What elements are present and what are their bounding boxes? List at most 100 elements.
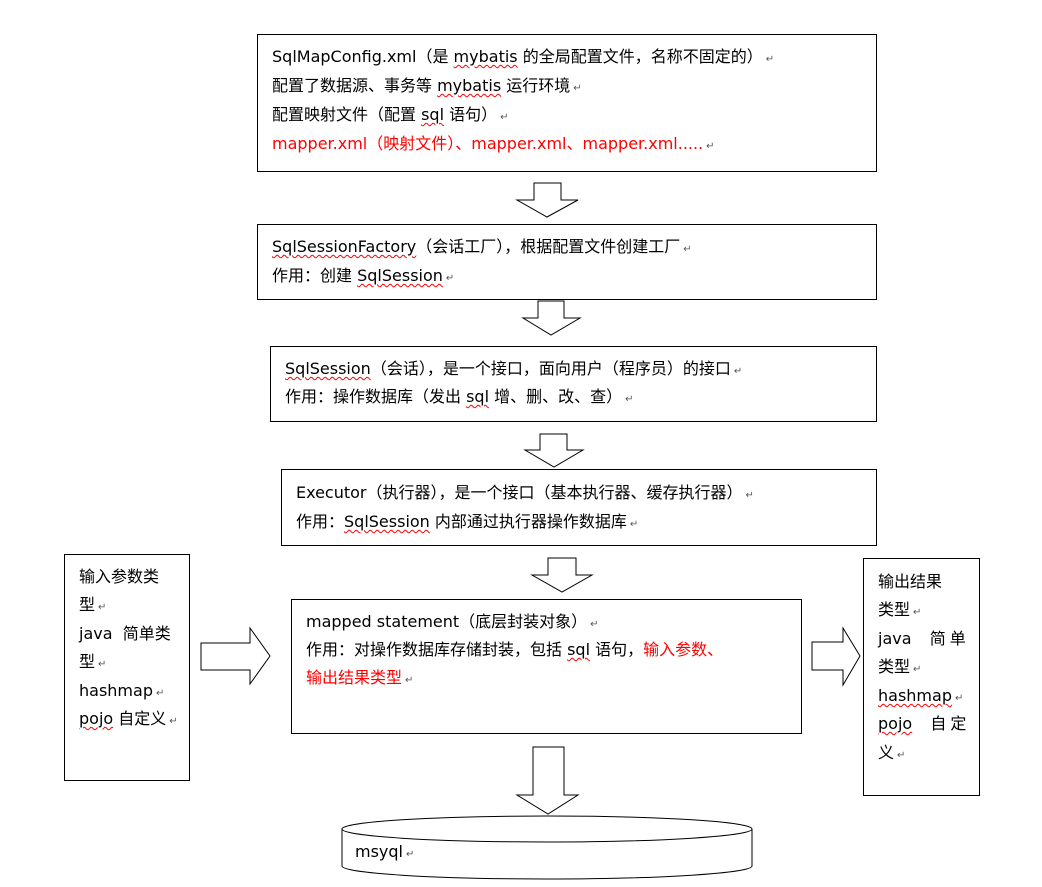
paragraph-mark: ↵	[406, 849, 415, 860]
paragraph-mark: ↵	[590, 619, 599, 630]
text: 输出结果类型	[306, 668, 403, 687]
down-arrow-2	[521, 300, 582, 336]
text: java	[878, 629, 912, 648]
text: （会话），是一个接口，面向用户（程序员）的接口	[370, 359, 731, 378]
text: hashmap	[79, 681, 153, 700]
paragraph-mark: ↵	[733, 366, 743, 377]
right-arrow-input	[200, 626, 271, 686]
sqlmapconfig-line-1: SqlMapConfig.xml（是 mybatis 的全局配置文件，名称不固定…	[272, 47, 774, 70]
sqlmapconfig-line-3: 配置映射文件（配置 sql 语句）↵	[272, 105, 509, 128]
input-line-5: hashmap↵	[79, 681, 164, 704]
sqlsession-box: SqlSession（会话），是一个接口，面向用户（程序员）的接口↵ 作用：操作…	[270, 346, 877, 422]
executor-box: Executor（执行器），是一个接口（基本执行器、缓存执行器）↵ 作用：Sql…	[281, 469, 877, 546]
text: 作用：	[296, 512, 345, 531]
paragraph-mark: ↵	[706, 141, 715, 152]
output-line-7: 义↵	[878, 743, 905, 766]
text: 内部通过执行器操作数据库	[429, 512, 627, 531]
right-arrow-output	[811, 626, 861, 687]
text: 型	[79, 652, 96, 671]
paragraph-mark: ↵	[445, 273, 455, 284]
output-line-6: pojo 自定	[878, 714, 970, 734]
text: mybatis	[437, 76, 502, 95]
text: sql	[567, 640, 591, 659]
input-line-4: 型↵	[79, 652, 106, 675]
sqlmapconfig-line-2: 配置了数据源、事务等 mybatis 运行环境↵	[272, 76, 582, 99]
database-label: msyql↵	[355, 842, 414, 865]
text: 简单	[911, 629, 970, 648]
text: SqlSession	[344, 512, 430, 531]
executor-line-2: 作用：SqlSession 内部通过执行器操作数据库↵	[296, 512, 638, 535]
paragraph-mark: ↵	[155, 688, 165, 699]
paragraph-mark: ↵	[683, 244, 692, 255]
text: 类型	[878, 600, 911, 619]
text: 配置映射文件（配置	[272, 105, 422, 124]
sqlmapconfig-line-4: mapper.xml（映射文件）、mapper.xml、mapper.xml..…	[272, 134, 715, 157]
executor-line-1: Executor（执行器），是一个接口（基本执行器、缓存执行器）↵	[296, 483, 754, 506]
text: （会话工厂），根据配置文件创建工厂	[416, 237, 681, 256]
text: java 简单类	[79, 624, 171, 643]
down-arrow-5	[515, 746, 580, 815]
text: 作用：创建	[272, 266, 358, 285]
text: 输出结果	[878, 572, 943, 591]
output-line-3: java 简单	[878, 629, 970, 649]
text: 自定义	[113, 709, 167, 728]
paragraph-mark: ↵	[405, 675, 414, 686]
text: 类型	[878, 657, 911, 676]
mapped-statement-line-2: 作用：对操作数据库存储封装，包括 sql 语句，输入参数、	[306, 640, 723, 660]
paragraph-mark: ↵	[573, 83, 582, 94]
sqlsession-line-2: 作用：操作数据库（发出 sql 增、删、改、查）↵	[285, 387, 634, 410]
input-line-3: java 简单类	[79, 624, 171, 644]
down-arrow-4	[530, 557, 594, 593]
text: msyql	[355, 842, 403, 861]
paragraph-mark: ↵	[625, 394, 634, 405]
sqlsessionfactory-box: SqlSessionFactory（会话工厂），根据配置文件创建工厂↵ 作用：创…	[257, 224, 877, 300]
paragraph-mark: ↵	[897, 750, 906, 761]
paragraph-mark: ↵	[629, 519, 639, 530]
output-line-1: 输出结果	[878, 572, 942, 592]
mapped-statement-box: mapped statement（底层封装对象）↵ 作用：对操作数据库存储封装，…	[291, 599, 802, 734]
text: 运行环境	[501, 76, 571, 95]
mapped-statement-line-3: 输出结果类型↵	[306, 668, 413, 691]
output-line-2: 类型↵	[878, 600, 921, 623]
paragraph-mark: ↵	[500, 112, 509, 123]
text: mybatis	[453, 47, 518, 66]
mapped-statement-line-1: mapped statement（底层封装对象）↵	[306, 612, 599, 635]
paragraph-mark: ↵	[913, 607, 922, 618]
paragraph-mark: ↵	[765, 54, 775, 65]
text: 配置了数据源、事务等	[272, 76, 438, 95]
paragraph-mark: ↵	[913, 664, 922, 675]
text: SqlSessionFactory	[272, 237, 417, 256]
text: 输入参数类	[79, 567, 160, 586]
output-types-box: 输出结果 类型↵ java 简单 类型↵ hashmap↵ pojo 自定 义↵	[863, 558, 980, 796]
sqlsessionfactory-line-1: SqlSessionFactory（会话工厂），根据配置文件创建工厂↵	[272, 237, 692, 260]
text: pojo	[878, 714, 913, 733]
output-line-4: 类型↵	[878, 657, 921, 680]
text: sql	[421, 105, 445, 124]
text: Executor（执行器），是一个接口（基本执行器、缓存执行器）	[296, 483, 743, 502]
text: mapped statement（底层封装对象）	[306, 612, 588, 631]
text: 输入参数、	[643, 640, 724, 659]
sqlsession-line-1: SqlSession（会话），是一个接口，面向用户（程序员）的接口↵	[285, 359, 742, 382]
text: sql	[466, 387, 490, 406]
text: 作用：操作数据库（发出	[285, 387, 467, 406]
sqlmapconfig-box: SqlMapConfig.xml（是 mybatis 的全局配置文件，名称不固定…	[257, 34, 877, 172]
paragraph-mark: ↵	[745, 490, 754, 501]
text: 作用：对操作数据库存储封装，包括	[306, 640, 568, 659]
input-line-6: pojo 自定义↵	[79, 709, 178, 732]
input-types-box: 输入参数类 型↵ java 简单类 型↵ hashmap↵ pojo 自定义↵	[64, 554, 190, 781]
paragraph-mark: ↵	[954, 693, 964, 704]
input-line-1: 输入参数类	[79, 567, 159, 587]
sqlsessionfactory-line-2: 作用：创建 SqlSession↵	[272, 266, 454, 289]
text: 增、删、改、查）	[489, 387, 623, 406]
text: 义	[878, 743, 895, 762]
text: 语句）	[444, 105, 498, 124]
text: mapper.xml（映射文件）、mapper.xml、mapper.xml..…	[272, 134, 704, 153]
text: 自定	[912, 714, 971, 733]
input-line-2: 型↵	[79, 595, 106, 618]
text: 语句，	[590, 640, 644, 659]
database-cylinder	[341, 815, 753, 880]
text: SqlSession	[357, 266, 443, 285]
text: SqlMapConfig.xml（是	[272, 47, 454, 66]
text: 型	[79, 595, 96, 614]
